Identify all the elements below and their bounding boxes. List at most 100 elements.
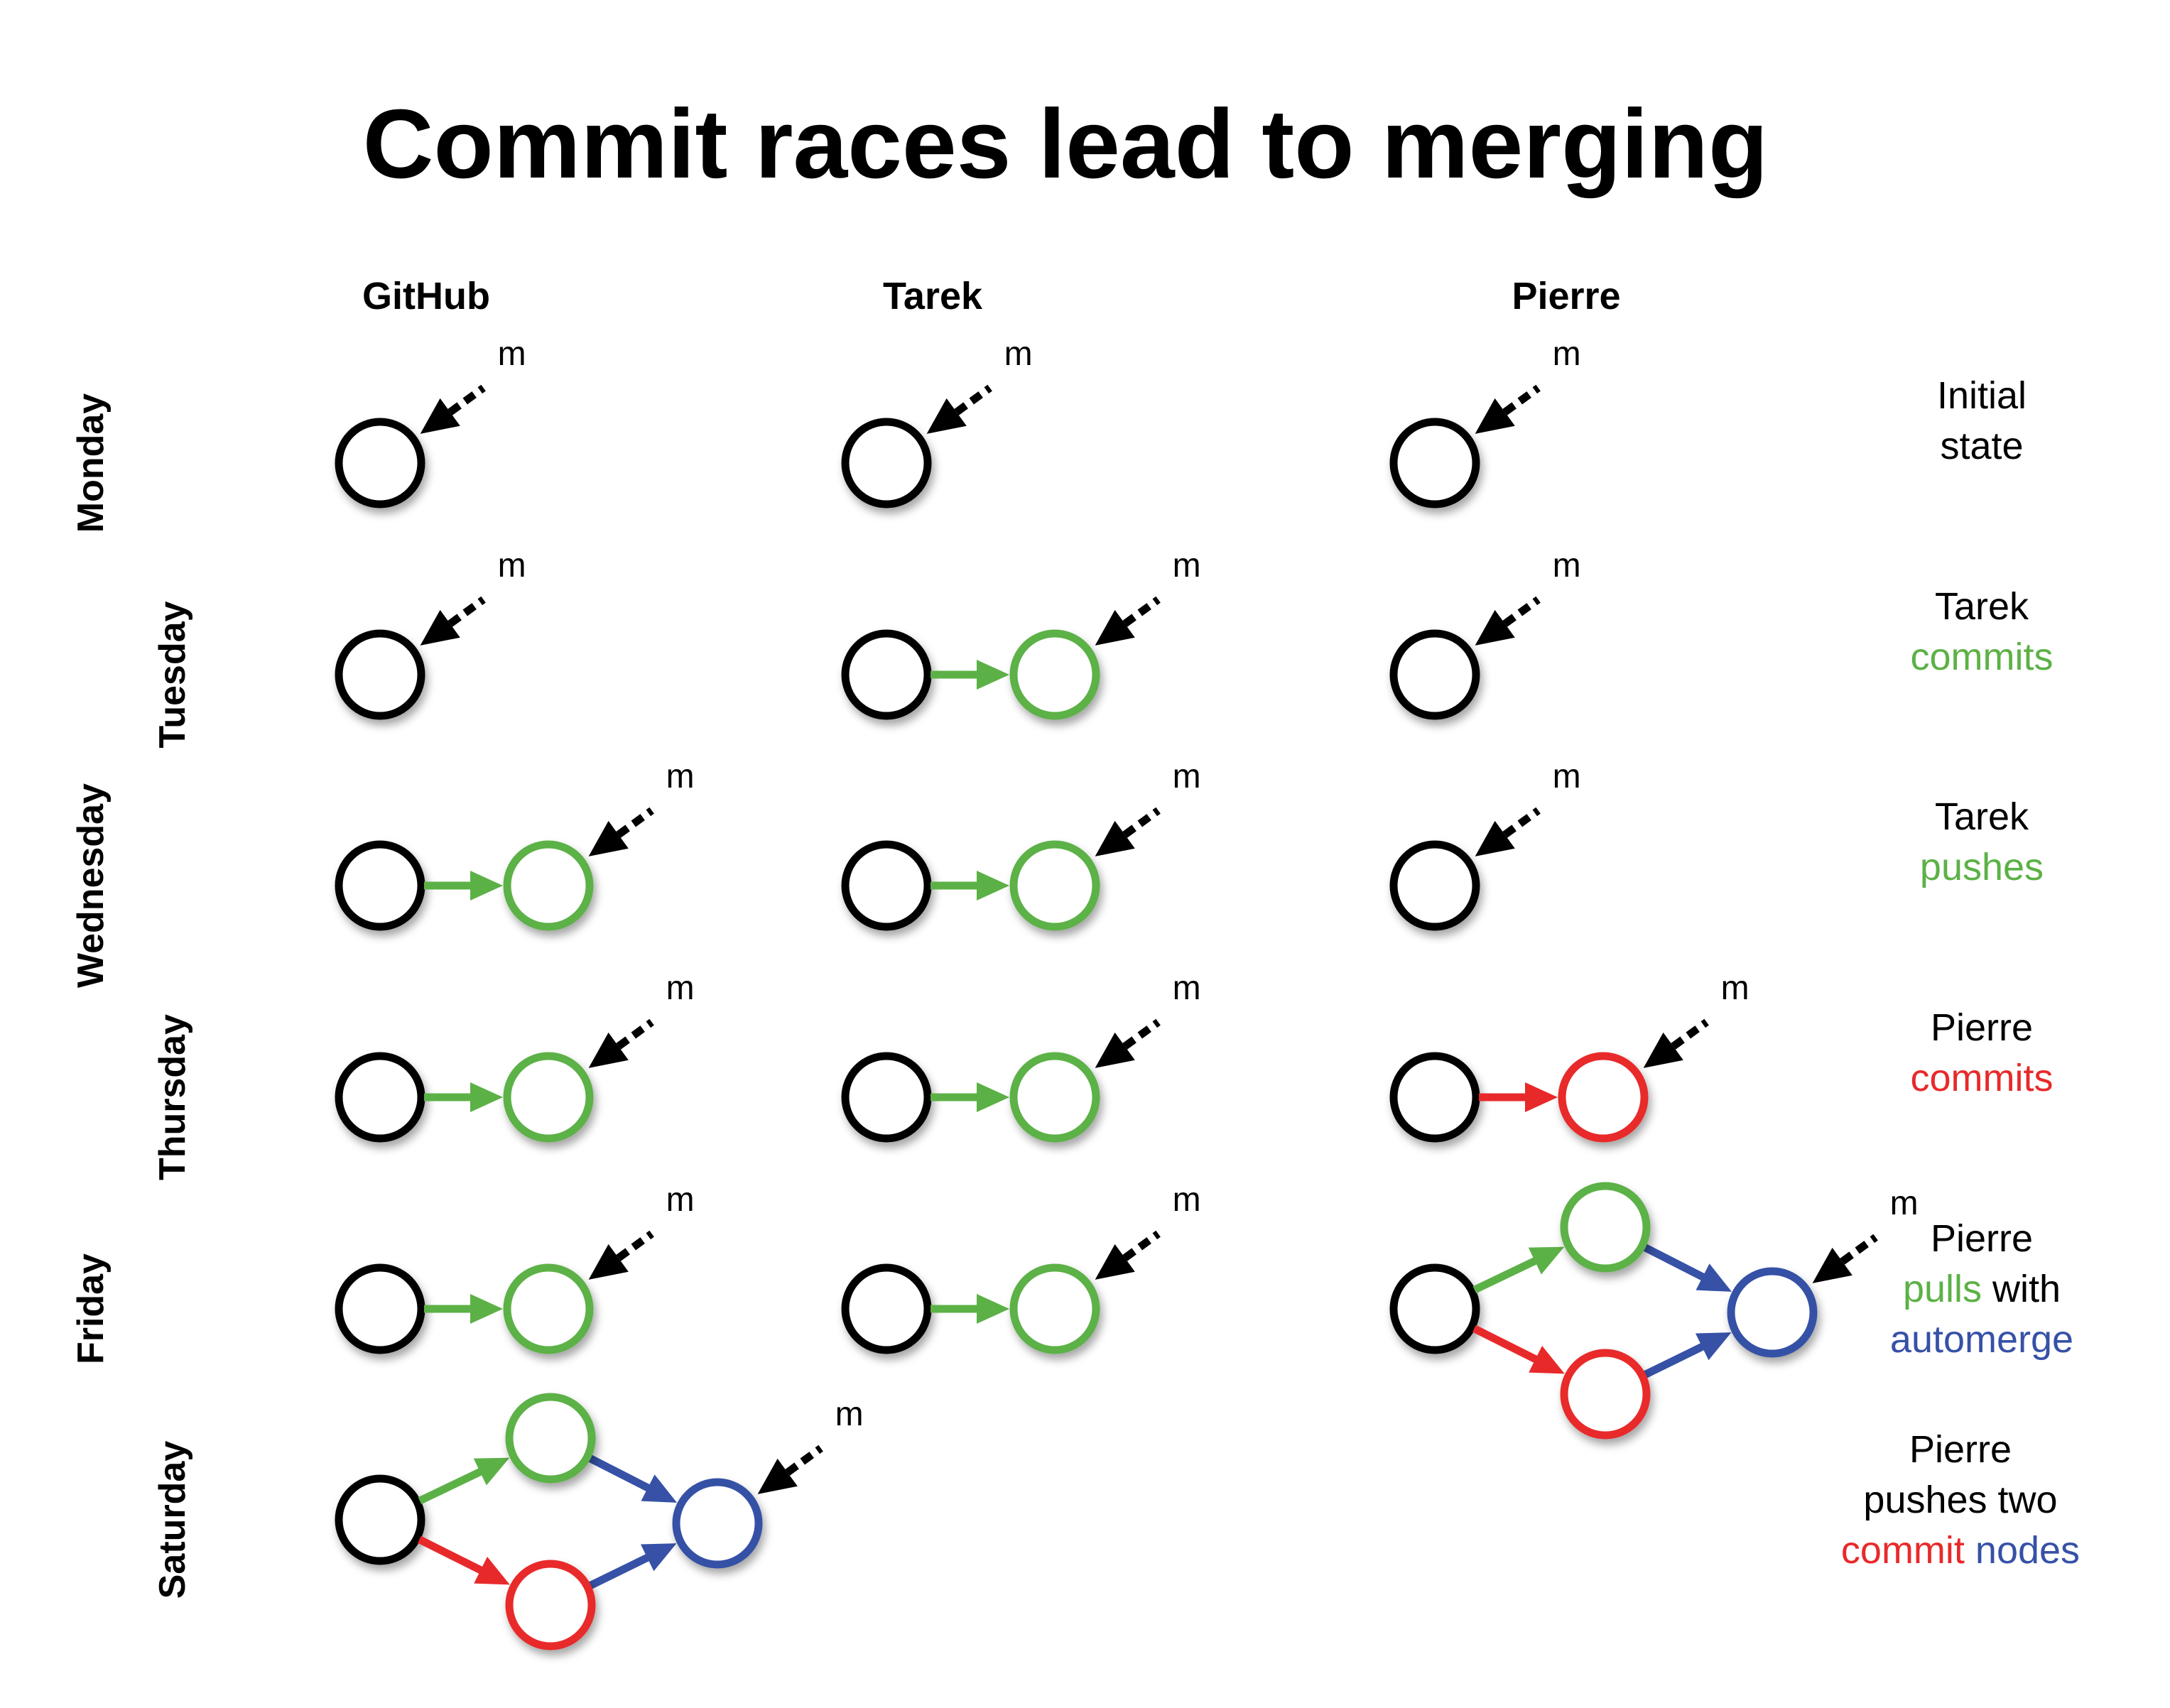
graph-friday-pierre: m (1389, 1182, 1919, 1440)
graph-tuesday-pierre: m (1389, 547, 1581, 720)
description-fragment: commits (1911, 636, 2054, 678)
description-fragment: Pierre (1931, 1217, 2033, 1260)
pointer-dash (1840, 1234, 1878, 1265)
graph-monday-tarek: m (841, 335, 1033, 508)
pointer-dash (447, 384, 486, 415)
day-label-tuesday: Tuesday (152, 601, 193, 748)
commit-edge (417, 1535, 510, 1585)
column-header-pierre: Pierre (1512, 275, 1620, 317)
branch-pointer: m (588, 1181, 695, 1280)
commit-edge (424, 1082, 503, 1112)
graph-wednesday-github: m (335, 758, 695, 931)
graph-friday-github: m (335, 1181, 695, 1354)
commit-node (1009, 840, 1100, 931)
description-fragment: pushes two (1863, 1479, 2057, 1521)
merge-node (672, 1478, 763, 1569)
commit-node (841, 1052, 932, 1143)
branch-pointer: m (588, 758, 695, 856)
merge-edge (588, 1543, 677, 1589)
description-fragment: pulls (1903, 1268, 1982, 1310)
commit-node (335, 1263, 425, 1354)
commit-node (1389, 840, 1480, 931)
commit-node (1009, 1052, 1100, 1143)
column-header-github: GitHub (362, 275, 490, 317)
description-fragment: Pierre (1909, 1428, 2012, 1471)
merge-edge (1643, 1332, 1732, 1378)
branch-pointer: m (1095, 969, 1201, 1068)
pointer-dash (616, 807, 654, 838)
day-label-wednesday: Wednesday (70, 783, 112, 988)
branch-pointer-label: m (1721, 969, 1749, 1007)
commit-edge (931, 871, 1009, 901)
branch-pointer: m (1475, 547, 1581, 646)
commit-node (335, 418, 425, 508)
commit-node (1558, 1052, 1649, 1143)
branch-pointer: m (1812, 1185, 1919, 1283)
diagram-title: Commit races lead to merging (363, 89, 1769, 199)
branch-pointer-label: m (666, 758, 695, 795)
commit-node (335, 1052, 425, 1143)
pointer-dash (1122, 596, 1161, 627)
commit-node (505, 1560, 596, 1650)
commit-node (1389, 1263, 1480, 1354)
pointer-dash (1671, 1018, 1709, 1050)
branch-pointer-label: m (1173, 969, 1201, 1007)
commit-node (1389, 1052, 1480, 1143)
commit-node (503, 1263, 594, 1354)
commit-edge (1472, 1246, 1565, 1294)
description-fragment: nodes (1965, 1529, 2080, 1572)
graph-thursday-tarek: m (841, 969, 1201, 1143)
description-fragment: with (1982, 1268, 2061, 1310)
branch-pointer: m (1095, 1181, 1201, 1280)
day-label-monday: Monday (70, 393, 112, 533)
commit-node (503, 1052, 594, 1143)
description-fragment: pushes (1920, 846, 2044, 888)
pointer-dash (1122, 1230, 1161, 1261)
commit-edge (1472, 1324, 1565, 1374)
branch-pointer-label: m (1553, 335, 1581, 373)
commit-edge (418, 1457, 510, 1505)
commit-node (841, 629, 932, 720)
commit-node (1560, 1349, 1651, 1440)
branch-pointer-label: m (1173, 547, 1201, 584)
commit-graphs: m m m m m m m m m m m m m m m m (335, 335, 1919, 1650)
graph-thursday-github: m (335, 969, 695, 1143)
graph-wednesday-pierre: m (1389, 758, 1581, 931)
branch-pointer-label: m (1553, 758, 1581, 795)
commit-edge (1479, 1082, 1558, 1112)
pointer-dash (447, 596, 486, 627)
commit-edge (931, 1294, 1009, 1324)
branch-pointer-label: m (498, 547, 526, 584)
column-header-tarek: Tarek (883, 275, 983, 317)
branch-pointer: m (420, 335, 526, 434)
commit-node (1560, 1182, 1651, 1273)
graph-saturday-github: m (335, 1393, 864, 1650)
branch-pointer-label: m (498, 335, 526, 373)
branch-pointer-label: m (1890, 1185, 1919, 1222)
merge-node (1727, 1267, 1818, 1358)
pointer-dash (954, 384, 992, 415)
branch-pointer-label: m (835, 1396, 864, 1433)
branch-pointer: m (757, 1396, 864, 1494)
branch-pointer: m (1475, 335, 1581, 434)
commit-node (335, 840, 425, 931)
commit-node (841, 418, 932, 508)
branch-pointer-label: m (1173, 758, 1201, 795)
commit-node (1009, 1263, 1100, 1354)
branch-pointer-label: m (1004, 335, 1033, 373)
branch-pointer: m (588, 969, 695, 1068)
graph-tuesday-github: m (335, 547, 526, 720)
description-fragment: state (1940, 425, 2023, 467)
branch-pointer: m (926, 335, 1033, 434)
commit-node (841, 1263, 932, 1354)
commit-node (841, 840, 932, 931)
commit-node (1009, 629, 1100, 720)
pointer-dash (1502, 596, 1541, 627)
commit-node (1389, 418, 1480, 508)
merge-edge (587, 1454, 678, 1503)
